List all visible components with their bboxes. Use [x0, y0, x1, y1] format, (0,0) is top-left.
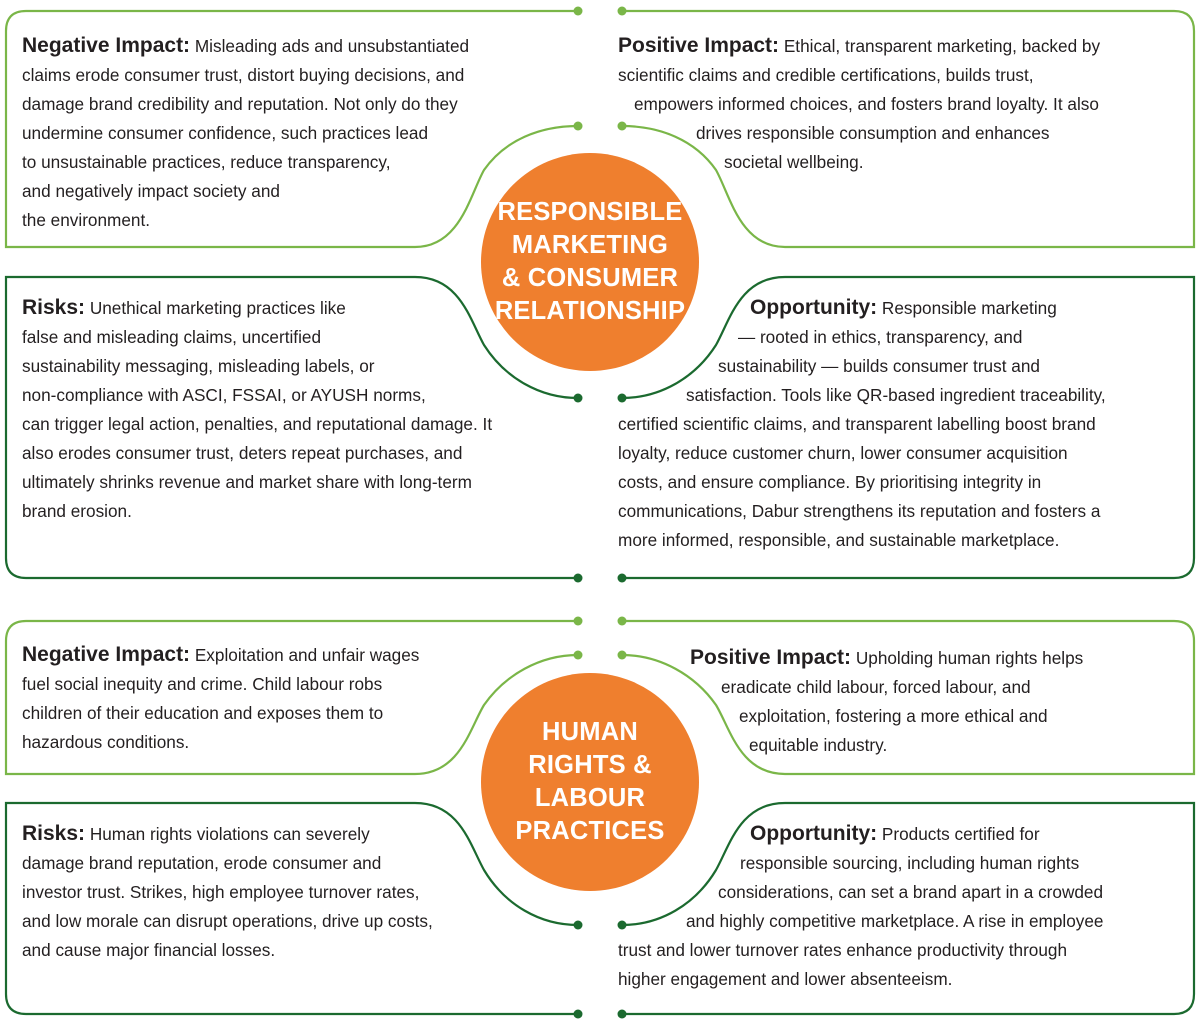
section-title: RESPONSIBLE MARKETING & CONSUMER RELATIO…	[494, 198, 686, 325]
block-heading: Opportunity:	[750, 296, 878, 319]
negative-impact-block-1: Negative Impact: Misleading ads and unsu…	[22, 31, 469, 235]
text-line: costs, and ensure compliance. By priorit…	[618, 472, 1042, 492]
text-line: Responsible marketing	[881, 298, 1057, 318]
opportunity-frame-1	[621, 275, 1196, 580]
connector-dots	[573, 6, 627, 1019]
risks-frame-2	[4, 801, 579, 1016]
block-heading: Risks:	[22, 822, 86, 845]
text-line: and highly competitive marketplace. A ri…	[686, 911, 1104, 931]
text-line: Products certified for	[881, 824, 1040, 844]
text-line: Human rights violations can severely	[89, 824, 370, 844]
block-heading: Negative Impact:	[22, 643, 191, 666]
text-line: exploitation, fostering a more ethical a…	[739, 706, 1048, 726]
text-line: the environment.	[22, 210, 151, 230]
text-line: equitable industry.	[749, 735, 888, 755]
text-line: certified scientific claims, and transpa…	[618, 414, 1096, 434]
text-line: fuel social inequity and crime. Child la…	[22, 674, 383, 694]
text-line: empowers informed choices, and fosters b…	[634, 94, 1099, 114]
text-line: eradicate child labour, forced labour, a…	[721, 677, 1031, 697]
positive-impact-block-1: Positive Impact: Ethical, transparent ma…	[618, 31, 1100, 177]
text-line: Ethical, transparent marketing, backed b…	[783, 36, 1101, 56]
text-line: ultimately shrinks revenue and market sh…	[22, 472, 472, 492]
text-line: Misleading ads and unsubstantiated	[194, 36, 470, 56]
risks-frame-1	[4, 275, 579, 580]
opportunity-block-2: Opportunity: Products certified for resp…	[618, 819, 1104, 994]
block-heading: Negative Impact:	[22, 34, 191, 57]
text-line: societal wellbeing.	[724, 152, 864, 172]
text-line: damage brand reputation, erode consumer …	[22, 853, 382, 873]
text-line: Exploitation and unfair wages	[194, 645, 420, 665]
text-line: damage brand credibility and reputation.…	[22, 94, 458, 114]
text-line: sustainability messaging, misleading lab…	[22, 356, 375, 376]
text-line: higher engagement and lower absenteeism.	[618, 969, 953, 989]
text-line: also erodes consumer trust, deters repea…	[22, 443, 463, 463]
text-line: children of their education and exposes …	[22, 703, 384, 723]
text-line: communications, Dabur strengthens its re…	[618, 501, 1101, 521]
text-line: and negatively impact society and	[22, 181, 280, 201]
text-line: scientific claims and credible certifica…	[618, 65, 1034, 85]
negative-impact-frame-1	[4, 9, 579, 249]
opportunity-frame-2	[621, 801, 1196, 1016]
text-line: to unsustainable practices, reduce trans…	[22, 152, 391, 172]
block-heading: Positive Impact:	[690, 646, 852, 669]
text-line: considerations, can set a brand apart in…	[718, 882, 1104, 902]
risks-block-1: Risks: Unethical marketing practices lik…	[22, 293, 492, 526]
positive-impact-frame-1	[621, 9, 1196, 249]
text-line: investor trust. Strikes, high employee t…	[22, 882, 420, 902]
text-line: Upholding human rights helps	[855, 648, 1084, 668]
negative-impact-frame-2	[4, 619, 579, 776]
opportunity-block-1: Opportunity: Responsible marketing — roo…	[618, 293, 1106, 555]
block-heading: Opportunity:	[750, 822, 878, 845]
responsible-marketing-circle: RESPONSIBLE MARKETING & CONSUMER RELATIO…	[481, 153, 699, 371]
text-line: false and misleading claims, uncertified	[22, 327, 322, 347]
text-line: and cause major financial losses.	[22, 940, 276, 960]
block-heading: Positive Impact:	[618, 34, 780, 57]
text-line: and low morale can disrupt operations, d…	[22, 911, 433, 931]
text-line: drives responsible consumption and enhan…	[696, 123, 1050, 143]
positive-impact-block-2: Positive Impact: Upholding human rights …	[618, 643, 1083, 760]
text-line: undermine consumer confidence, such prac…	[22, 123, 429, 143]
text-line: Unethical marketing practices like	[89, 298, 346, 318]
text-line: non-compliance with ASCI, FSSAI, or AYUS…	[22, 385, 426, 405]
negative-impact-block-2: Negative Impact: Exploitation and unfair…	[22, 640, 419, 757]
text-line: can trigger legal action, penalties, and…	[22, 414, 493, 434]
section-title: HUMAN RIGHTS & LABOUR PRACTICES	[515, 718, 665, 845]
block-heading: Risks:	[22, 296, 86, 319]
text-line: loyalty, reduce customer churn, lower co…	[618, 443, 1068, 463]
human-rights-circle: HUMAN RIGHTS & LABOUR PRACTICES	[481, 673, 699, 891]
positive-impact-frame-2	[621, 619, 1196, 776]
text-line: sustainability — builds consumer trust a…	[718, 356, 1040, 376]
text-line: brand erosion.	[22, 501, 132, 521]
text-line: responsible sourcing, including human ri…	[740, 853, 1080, 873]
text-line: hazardous conditions.	[22, 732, 190, 752]
risks-block-2: Risks: Human rights violations can sever…	[22, 819, 433, 965]
text-line: satisfaction. Tools like QR-based ingred…	[686, 385, 1106, 405]
text-line: more informed, responsible, and sustaina…	[618, 530, 1060, 550]
text-line: — rooted in ethics, transparency, and	[738, 327, 1023, 347]
text-line: trust and lower turnover rates enhance p…	[618, 940, 1068, 960]
text-line: claims erode consumer trust, distort buy…	[22, 65, 465, 85]
